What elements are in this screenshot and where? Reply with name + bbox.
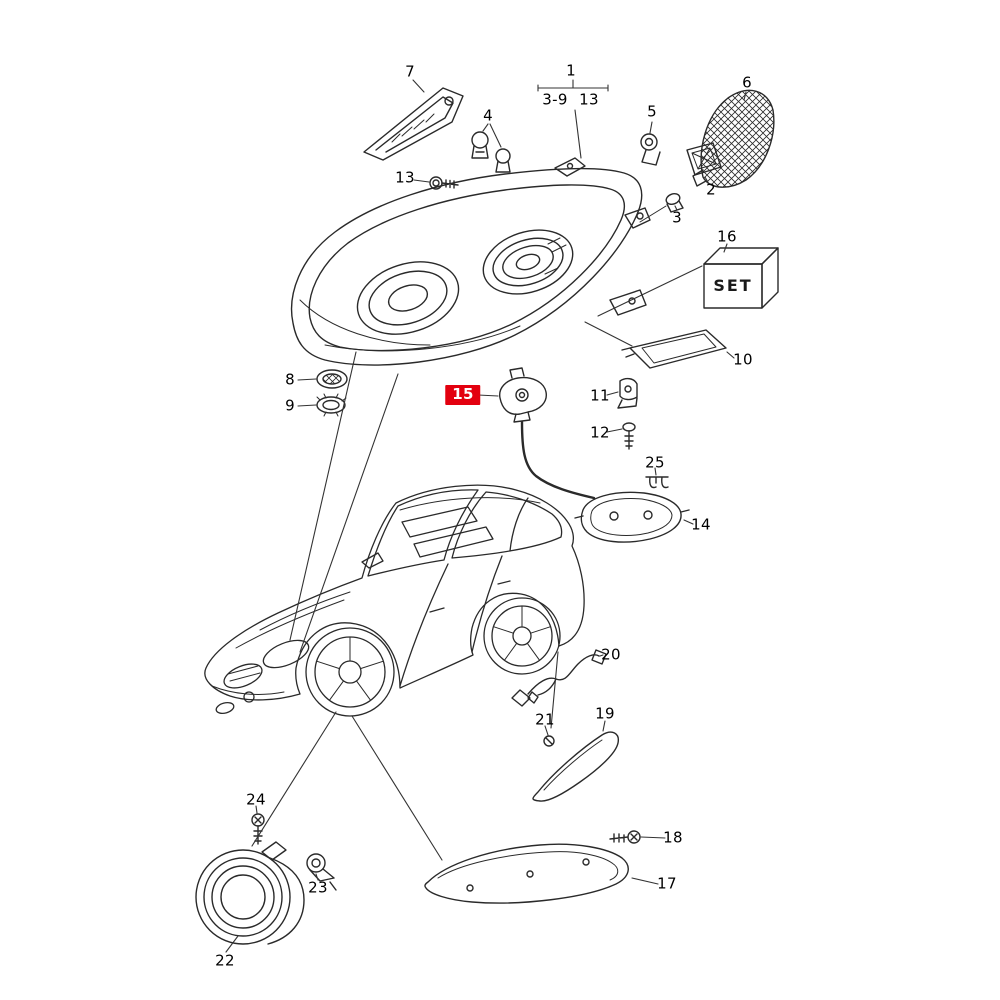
- control-module-part-10-drawing: [621, 329, 727, 369]
- part-callout-18: 18: [663, 828, 683, 847]
- side-marker-part-19-drawing: [532, 731, 619, 802]
- part-callout-12: 12: [590, 423, 610, 442]
- part-callout-6: 6: [742, 73, 752, 92]
- grommet-part-8-drawing: [316, 369, 348, 389]
- part-callout-24: 24: [246, 790, 266, 809]
- screw-part-21-drawing: [543, 735, 555, 747]
- part-callout-5: 5: [647, 102, 657, 121]
- grille-part-6-drawing: [692, 89, 775, 188]
- part-callout-1: 1: [566, 61, 576, 80]
- leader-lines: [225, 79, 747, 953]
- adjuster-part-15-drawing: [499, 367, 596, 500]
- part-callout-22: 22: [215, 951, 235, 970]
- part-callout-25: 25: [645, 453, 665, 472]
- part-callout-9: 9: [285, 396, 295, 415]
- lower-lamp-part-17-drawing: [424, 843, 629, 904]
- part-callout-16: 16: [717, 227, 737, 246]
- part-callout-23: 23: [308, 878, 328, 897]
- part-callout-2: 2: [706, 180, 716, 199]
- clip-part-11-drawing: [617, 377, 638, 409]
- grommet-part-9-drawing: [316, 393, 347, 417]
- vehicle-drawing: [204, 484, 585, 717]
- part-callout-8: 8: [285, 370, 295, 389]
- set-box-label: SET: [713, 276, 752, 295]
- part-callout-21: 21: [535, 710, 555, 729]
- part-callout-19: 19: [595, 704, 615, 723]
- screw-part-18-drawing: [609, 830, 641, 844]
- part-callout-4: 4: [483, 106, 493, 125]
- part-callout-3: 3: [672, 208, 682, 227]
- fog-lamp-part-22-drawing: [195, 841, 305, 945]
- wiring-harness-part-20-drawing: [511, 649, 607, 707]
- clip-part-25-drawing: [645, 476, 669, 489]
- set-box-part-16-drawing: [703, 247, 779, 309]
- part-callout-15: 15: [445, 385, 481, 405]
- part-callout-11: 11: [590, 386, 610, 405]
- bulbs-part-4-drawing: [471, 131, 511, 173]
- part-callout-7: 7: [405, 62, 415, 81]
- screw-part-12-drawing: [622, 422, 636, 450]
- bulb-part-23-drawing: [306, 853, 337, 891]
- part-callout-13: 13: [395, 168, 415, 187]
- bolt-part-13-drawing: [429, 176, 459, 190]
- part-callout-17: 17: [657, 874, 677, 893]
- screw-part-24-drawing: [251, 813, 265, 845]
- part-callout-20: 20: [601, 645, 621, 664]
- headlight-assembly-drawing: [290, 157, 651, 366]
- bulb-part-5-drawing: [640, 133, 661, 166]
- part-callout-3-9: 3-9: [542, 90, 568, 109]
- mount-part-14-drawing: [574, 491, 690, 543]
- part-callout-13: 13: [579, 90, 599, 109]
- part-callout-10: 10: [733, 350, 753, 369]
- part-callout-14: 14: [691, 515, 711, 534]
- bracket-part-7-drawing: [363, 87, 464, 161]
